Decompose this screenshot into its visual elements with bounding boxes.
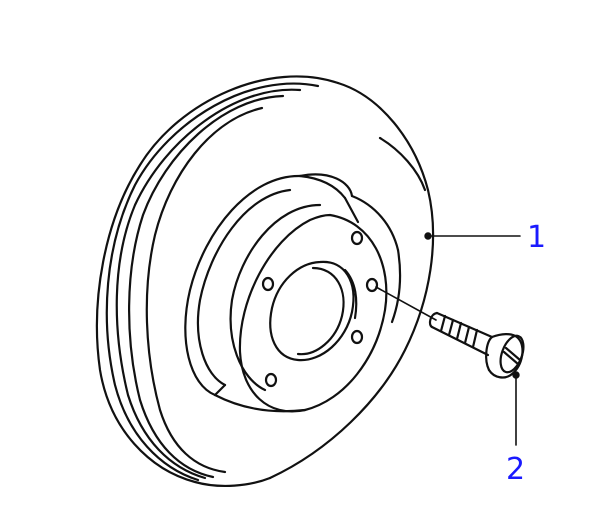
callout-label-2[interactable]: 2 bbox=[506, 452, 526, 487]
leader-dot-1 bbox=[424, 232, 432, 240]
brake-disc[interactable] bbox=[95, 75, 435, 487]
leader-dot-2 bbox=[512, 371, 520, 379]
callout-label-1[interactable]: 1 bbox=[527, 220, 547, 255]
disc-screw[interactable] bbox=[375, 286, 528, 379]
